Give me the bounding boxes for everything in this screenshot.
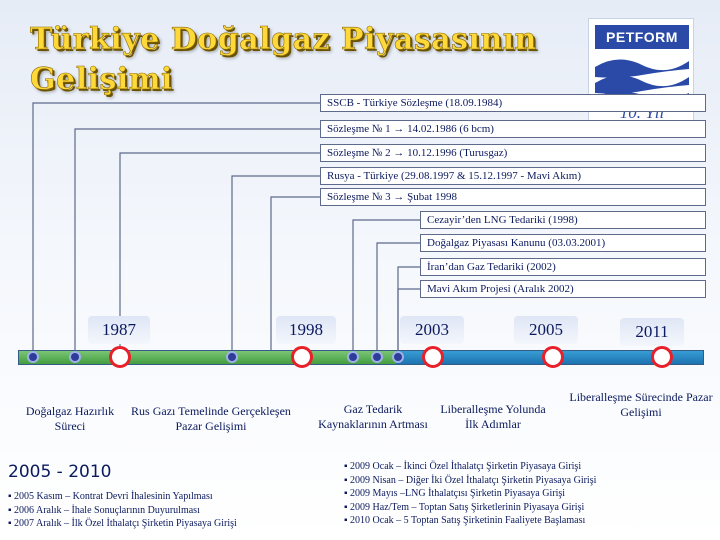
event-contract-3: Sözleşme № 3 → Şubat 1998 [320,188,706,206]
timeline-marker [422,346,444,368]
list-item: ▪ 2005 Kasım – Kontrat Devri İhalesinin … [8,491,213,502]
left-bullet-list: ▪ 2005 Kasım – Kontrat Devri İhalesinin … [8,490,237,531]
phase-supply-sources: Gaz Tedarik Kaynaklarının Artması [318,402,428,431]
event-contract-2: Sözleşme № 2 → 10.12.1996 (Turusgaz) [320,144,706,162]
logo-name: PETFORM [595,25,689,49]
year-2011: 2011 [620,318,684,346]
year-1998: 1998 [276,316,336,344]
list-item: ▪ 2010 Ocak – 5 Toptan Satış Şirketinin … [344,515,586,526]
phase-russian-gas-market: Rus Gazı Temelinde Gerçekleşen Pazar Gel… [131,404,291,433]
event-gas-market-law: Doğalgaz Piyasası Kanunu (03.03.2001) [420,234,706,252]
event-sscb-agreement: SSCB - Türkiye Sözleşme (18.09.1984) [320,94,706,112]
timeline-marker [542,346,564,368]
phase-liberalization-market: Liberalleşme Sürecinde Pazar Gelişimi [569,390,713,419]
timeline-marker [291,346,313,368]
page-title: Türkiye Doğalgaz Piyasasının Gelişimi [30,20,590,100]
right-bullet-list: ▪ 2009 Ocak – İkinci Özel İthalatçı Şirk… [344,460,596,528]
year-2005: 2005 [514,316,578,344]
timeline-node [347,351,359,363]
list-item: ▪ 2009 Mayıs –LNG İthalatçısı Şirketin P… [344,488,566,499]
period-title: 2005 - 2010 [8,462,112,482]
phase-preparation: Doğalgaz Hazırlık Süreci [25,404,115,433]
timeline-node [392,351,404,363]
list-item: ▪ 2009 Haz/Tem – Toptan Satış Şirketleri… [344,501,585,513]
timeline-marker [109,346,131,368]
year-2003: 2003 [400,316,464,344]
list-item: ▪ 2007 Aralık – İlk Özel İthalatçı Şirke… [8,518,237,529]
timeline-marker [651,346,673,368]
title-line-1: Türkiye Doğalgaz Piyasasının [30,22,537,58]
event-algeria-lng: Cezayir’den LNG Tedariki (1998) [420,211,706,229]
timeline-node [69,351,81,363]
list-item: ▪ 2009 Ocak – İkinci Özel İthalatçı Şirk… [344,461,582,472]
event-blue-stream: Mavi Akım Projesi (Aralık 2002) [420,280,706,298]
event-iran-supply: İran’dan Gaz Tedariki (2002) [420,258,706,276]
timeline-node [226,351,238,363]
list-item: ▪ 2006 Aralık – İhale Sonuçlarının Duyur… [8,504,200,516]
timeline-frame [18,350,704,365]
title-line-2: Gelişimi [30,62,173,98]
list-item: ▪ 2009 Nisan – Diğer İki Özel İthalatçı … [344,474,597,486]
timeline-node [371,351,383,363]
event-contract-1: Sözleşme № 1 → 14.02.1986 (6 bcm) [320,120,706,138]
timeline-node [27,351,39,363]
event-russia-turkey: Rusya - Türkiye (29.08.1997 & 15.12.1997… [320,167,706,185]
phase-liberalization-steps: Liberalleşme Yolunda İlk Adımlar [440,402,546,431]
year-1987: 1987 [88,316,150,344]
